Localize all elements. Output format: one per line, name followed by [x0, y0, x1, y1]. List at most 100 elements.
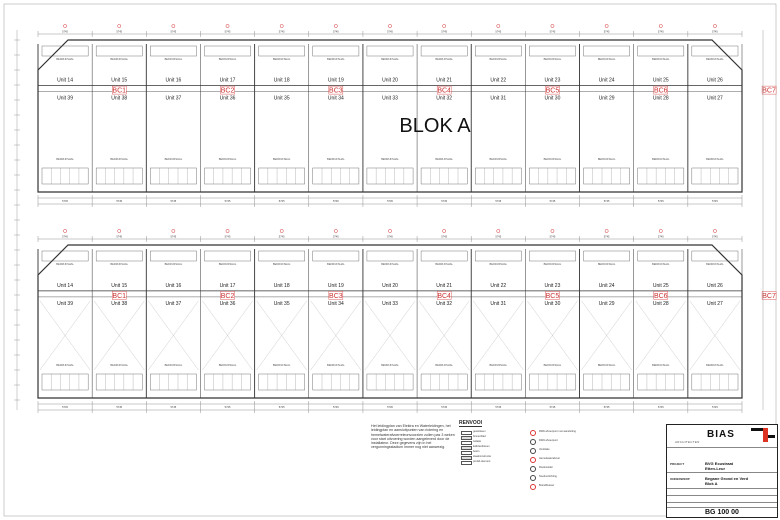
dim-text: 5745 [658, 199, 664, 203]
entrance-marker-icon [496, 24, 501, 28]
bc-label: BC5 [546, 293, 560, 300]
dim-text: 5745 [712, 235, 718, 239]
room-label: BEDRIJFSHAL [435, 262, 453, 266]
unit-label-bottom: Unit 27 [707, 301, 723, 307]
unit-label-top: Unit 14 [57, 78, 73, 84]
legend-item: gevelsteen [461, 430, 486, 435]
project-key: PROJECT [670, 462, 685, 466]
entrance-marker-icon [713, 229, 717, 233]
bc-label: BC2 [221, 88, 235, 95]
room-label: BEDRIJFSHAL [706, 262, 724, 266]
bc-label: BC1 [112, 293, 126, 300]
office-block [150, 167, 197, 185]
unit-label-top: Unit 18 [274, 283, 290, 289]
logo-mark [751, 428, 763, 431]
office-block [258, 167, 305, 185]
entrance-core [312, 45, 360, 57]
installation-note: Het leidingplan van Elektra en Waterleid… [371, 424, 455, 450]
dim-text: 5745 [441, 199, 447, 203]
unit-label-top: Unit 25 [653, 283, 669, 289]
unit-label-bottom: Unit 34 [328, 96, 344, 102]
room-label: BEDRIJFSHAL [165, 262, 183, 266]
dim-text: 5745 [62, 235, 68, 239]
drawing-number: BG 100 00 [705, 509, 739, 516]
entrance-core [150, 45, 197, 57]
office-block [95, 167, 143, 185]
void-cross [310, 300, 362, 371]
legend-item: DWA afvoerpunt [530, 438, 558, 445]
unit-label-top: Unit 26 [707, 78, 723, 84]
entrance-core [691, 45, 739, 57]
office-block [312, 167, 360, 185]
bc-label: BC1 [112, 88, 126, 95]
room-label: BEDRIJFSHAL [544, 57, 562, 61]
void-cross [39, 300, 91, 371]
bc-box [112, 85, 127, 95]
legend-item: Hemelwaterafvoer [530, 456, 560, 463]
room-label: BEDRIJFSHAL [56, 363, 74, 367]
office-block [204, 167, 251, 185]
office-block [475, 167, 522, 185]
entrance-core [475, 45, 522, 57]
bc-label: BC4 [437, 88, 451, 95]
room-label: BEDRIJFSHAL [327, 157, 345, 161]
room-label: BEDRIJFSHAL [652, 57, 670, 61]
dim-text: 5745 [333, 199, 339, 203]
unit-label-top: Unit 15 [111, 283, 127, 289]
dim-text: 5745 [116, 235, 122, 239]
dim-text: 5745 [387, 199, 393, 203]
bc-box [653, 85, 668, 95]
legend-symbol-icon [530, 465, 536, 472]
room-label: BEDRIJFSHAL [598, 363, 616, 367]
bc-label: BC7 [762, 88, 776, 95]
entrance-core [637, 45, 685, 57]
legend-item: staalconstructie [461, 455, 491, 460]
entrance-marker-icon [225, 229, 230, 233]
unit-label-top: Unit 17 [220, 78, 236, 84]
dim-text: 5745 [495, 199, 501, 203]
room-label: BEDRIJFSHAL [381, 363, 399, 367]
room-label: BEDRIJFSHAL [544, 363, 562, 367]
bc-box [220, 291, 235, 300]
dim-text: 5745 [333, 235, 339, 239]
room-label: BEDRIJFSHAL [381, 262, 399, 266]
room-label: BEDRIJFSHAL [165, 57, 183, 61]
entrance-marker-icon [117, 229, 122, 233]
office-block [312, 373, 360, 391]
room-label: BEDRIJFSHAL [544, 157, 562, 161]
dim-text: 5745 [550, 30, 556, 34]
unit-label-bottom: Unit 31 [490, 301, 506, 307]
room-label: BEDRIJFSHAL [327, 363, 345, 367]
dim-text: 5745 [116, 405, 122, 409]
legend-item: beton [461, 450, 480, 455]
office-block [366, 167, 414, 185]
entrance-marker-icon [171, 24, 176, 28]
office-block [366, 373, 414, 391]
office-block [41, 167, 89, 185]
entrance-core [204, 250, 251, 262]
room-label: BEDRIJFSHAL [544, 262, 562, 266]
dim-text: 5745 [712, 30, 718, 34]
legend-item: isolatie [461, 440, 481, 445]
dim-text: 5745 [387, 235, 393, 239]
page-frame [3, 3, 777, 517]
unit-label-bottom: Unit 33 [382, 301, 398, 307]
entrance-core [637, 250, 685, 262]
room-label: BEDRIJFSHAL [165, 157, 183, 161]
bc-box [328, 291, 344, 300]
entrance-core [204, 45, 251, 57]
office-block [529, 167, 576, 185]
void-cross [94, 300, 145, 371]
unit-label-bottom: Unit 37 [165, 301, 181, 307]
unit-label-bottom: Unit 36 [220, 301, 236, 307]
entrance-marker-icon [713, 24, 717, 28]
room-label: BEDRIJFSHAL [706, 57, 724, 61]
legend-symbol-icon [530, 456, 536, 463]
room-label: BEDRIJFSHAL [56, 262, 74, 266]
unit-label-bottom: Unit 35 [274, 301, 290, 307]
office-block [420, 167, 468, 185]
entrance-marker-icon [550, 229, 555, 233]
dim-text: 5745 [550, 235, 556, 239]
